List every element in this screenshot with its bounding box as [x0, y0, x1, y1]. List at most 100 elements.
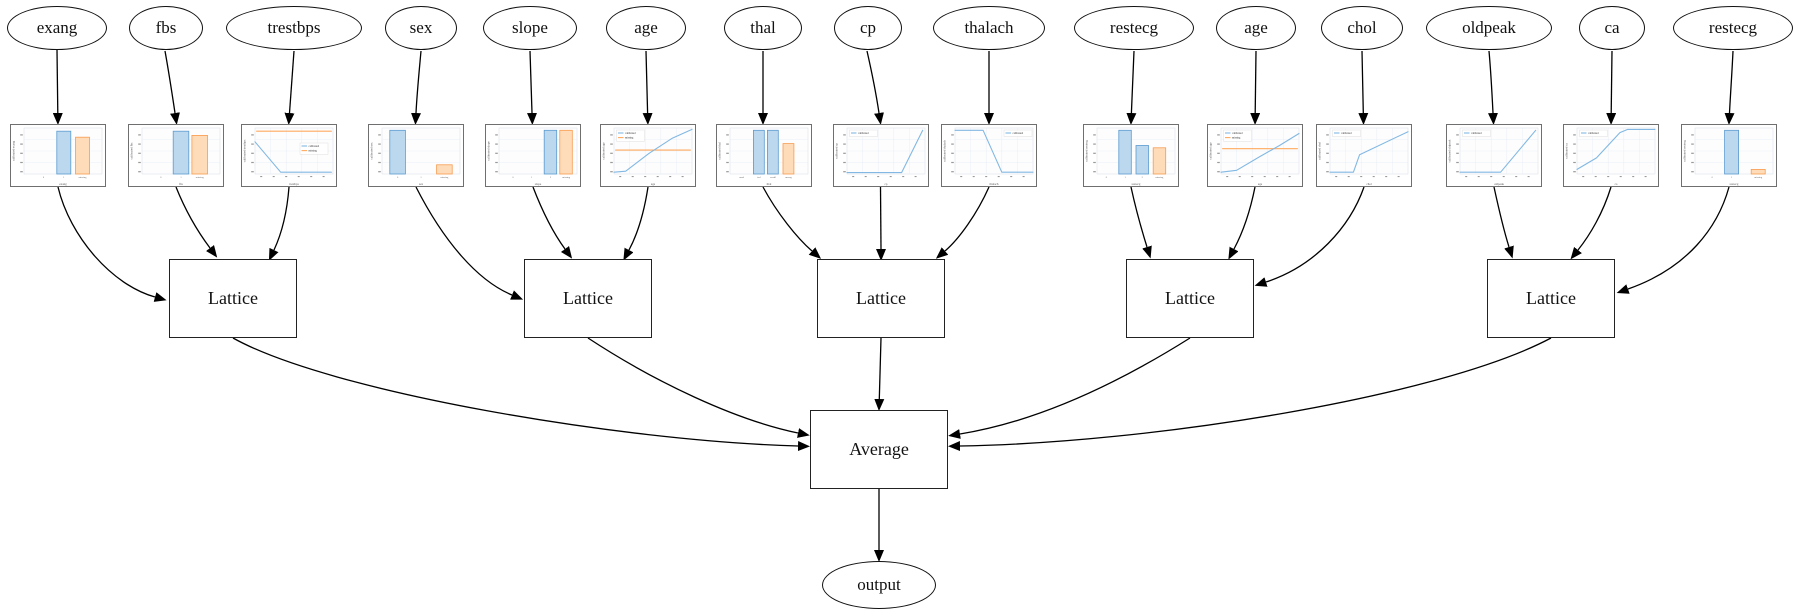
feature-label: thal — [750, 18, 776, 37]
svg-text:calibrated: calibrated — [625, 132, 636, 135]
svg-text:calibrated oldpeak: calibrated oldpeak — [1448, 139, 1452, 162]
feature-label: restecg — [1109, 18, 1159, 37]
feature-label: fbs — [155, 18, 177, 37]
svg-text:thalach: thalach — [990, 182, 999, 186]
calibrator-chart-trestbps: calibrated trestbpstrestbpscalibratedmis… — [241, 124, 337, 187]
svg-text:missing: missing — [441, 176, 450, 179]
svg-text:missing: missing — [79, 176, 88, 179]
svg-text:calibrated: calibrated — [1013, 132, 1024, 135]
feature-label: restecg — [1708, 18, 1758, 37]
svg-text:slope: slope — [535, 182, 542, 186]
feature-node-exang: exang — [7, 6, 107, 50]
svg-text:mssng: mssng — [785, 176, 792, 179]
svg-text:chol: chol — [1366, 182, 1371, 186]
lattice-node-3: Lattice — [817, 259, 945, 338]
calibrator-chart-age: calibrated age age calibrated missing — [600, 124, 696, 187]
feature-label: chol — [1347, 18, 1377, 37]
svg-text:0: 0 — [43, 176, 45, 179]
feature-to-calibrator-edges — [52, 49, 1735, 125]
svg-text:thal: thal — [767, 182, 772, 186]
svg-text:age: age — [1258, 182, 1263, 186]
svg-text:0: 0 — [512, 176, 514, 179]
feature-node-fbs: fbs — [129, 6, 203, 50]
svg-text:missing: missing — [1754, 176, 1763, 179]
calibrator-chart-cp: calibrated cp cp calibrated — [833, 124, 929, 187]
svg-text:calibrated: calibrated — [309, 145, 320, 148]
feature-node-oldpeak: oldpeak — [1426, 6, 1552, 50]
lattice-node-2: Lattice — [524, 259, 652, 338]
feature-label: age — [1244, 18, 1268, 37]
svg-text:1: 1 — [1731, 176, 1733, 179]
svg-text:calibrated cp: calibrated cp — [835, 143, 839, 159]
svg-text:fxd: fxd — [757, 176, 761, 179]
feature-node-slope: slope — [483, 6, 577, 50]
svg-text:calibrated age: calibrated age — [1209, 142, 1213, 160]
svg-text:calibrated: calibrated — [1341, 132, 1352, 135]
feature-node-thalach: thalach — [933, 6, 1045, 50]
svg-text:restecg: restecg — [1730, 182, 1739, 186]
feature-node-ca: ca — [1579, 6, 1645, 50]
svg-text:rvrsbl: rvrsbl — [770, 176, 776, 179]
feature-label: oldpeak — [1462, 18, 1516, 37]
svg-text:oldpeak: oldpeak — [1494, 182, 1504, 186]
feature-label: slope — [512, 18, 548, 37]
lattice-label: Lattice — [208, 288, 258, 308]
average-node: Average — [810, 410, 948, 489]
feature-label: trestbps — [267, 18, 321, 37]
svg-text:cp: cp — [885, 182, 888, 186]
svg-text:calibrated thalach: calibrated thalach — [943, 140, 947, 162]
svg-text:trestbps: trestbps — [289, 182, 299, 186]
svg-text:calibrated sex: calibrated sex — [370, 142, 374, 160]
lattice-label: Lattice — [1526, 288, 1576, 308]
feature-label: age — [634, 18, 658, 37]
calibrator-chart-restecg-2: calibrated restecg restecg 0 1 missing — [1681, 124, 1777, 187]
svg-text:0: 0 — [397, 176, 399, 179]
svg-text:1: 1 — [420, 176, 422, 179]
feature-node-restecg: restecg — [1074, 6, 1194, 50]
svg-text:exang: exang — [59, 182, 67, 186]
svg-text:nrml: nrml — [739, 176, 744, 179]
svg-text:calibrated ca: calibrated ca — [1565, 143, 1569, 159]
svg-text:0: 0 — [1712, 176, 1714, 179]
lattice-label: Lattice — [563, 288, 613, 308]
svg-text:calibrated slope: calibrated slope — [487, 141, 491, 161]
svg-text:1: 1 — [180, 176, 182, 179]
svg-text:age: age — [651, 182, 656, 186]
feature-label: thalach — [964, 18, 1014, 37]
calibrator-chart-age-2: calibrated age age calibrated missing — [1207, 124, 1303, 187]
svg-text:calibrated age: calibrated age — [602, 142, 606, 160]
svg-text:calibrated: calibrated — [1588, 132, 1599, 135]
svg-text:0: 0 — [160, 176, 162, 179]
svg-text:2: 2 — [550, 176, 552, 179]
svg-text:calibrated restecg: calibrated restecg — [1085, 140, 1089, 162]
lattice-node-5: Lattice — [1487, 259, 1615, 338]
svg-text:calibrated: calibrated — [1471, 132, 1482, 135]
svg-text:calibrated restecg: calibrated restecg — [1683, 140, 1687, 162]
svg-text:missing: missing — [1232, 137, 1241, 140]
svg-text:calibrated fbs: calibrated fbs — [130, 142, 134, 160]
svg-text:calibrated exang: calibrated exang — [12, 140, 16, 161]
svg-text:1: 1 — [1124, 176, 1126, 179]
feature-node-restecg-2: restecg — [1673, 6, 1793, 50]
lattice-node-1: Lattice — [169, 259, 297, 338]
svg-text:calibrated: calibrated — [1232, 132, 1243, 135]
feature-node-age-2: age — [1216, 6, 1296, 50]
feature-label: sex — [409, 18, 433, 37]
svg-text:missing: missing — [1156, 176, 1165, 179]
svg-text:missing: missing — [196, 176, 205, 179]
svg-text:calibrated: calibrated — [858, 132, 869, 135]
calibrator-chart-thalach: calibrated thalach thalach calibrated — [941, 124, 1037, 187]
svg-text:1: 1 — [63, 176, 65, 179]
svg-text:missing: missing — [625, 137, 634, 140]
svg-text:2: 2 — [1142, 176, 1144, 179]
svg-text:missing: missing — [309, 150, 318, 153]
feature-node-trestbps: trestbps — [226, 6, 362, 50]
svg-text:missing: missing — [562, 176, 571, 179]
svg-text:restecg: restecg — [1132, 182, 1141, 186]
